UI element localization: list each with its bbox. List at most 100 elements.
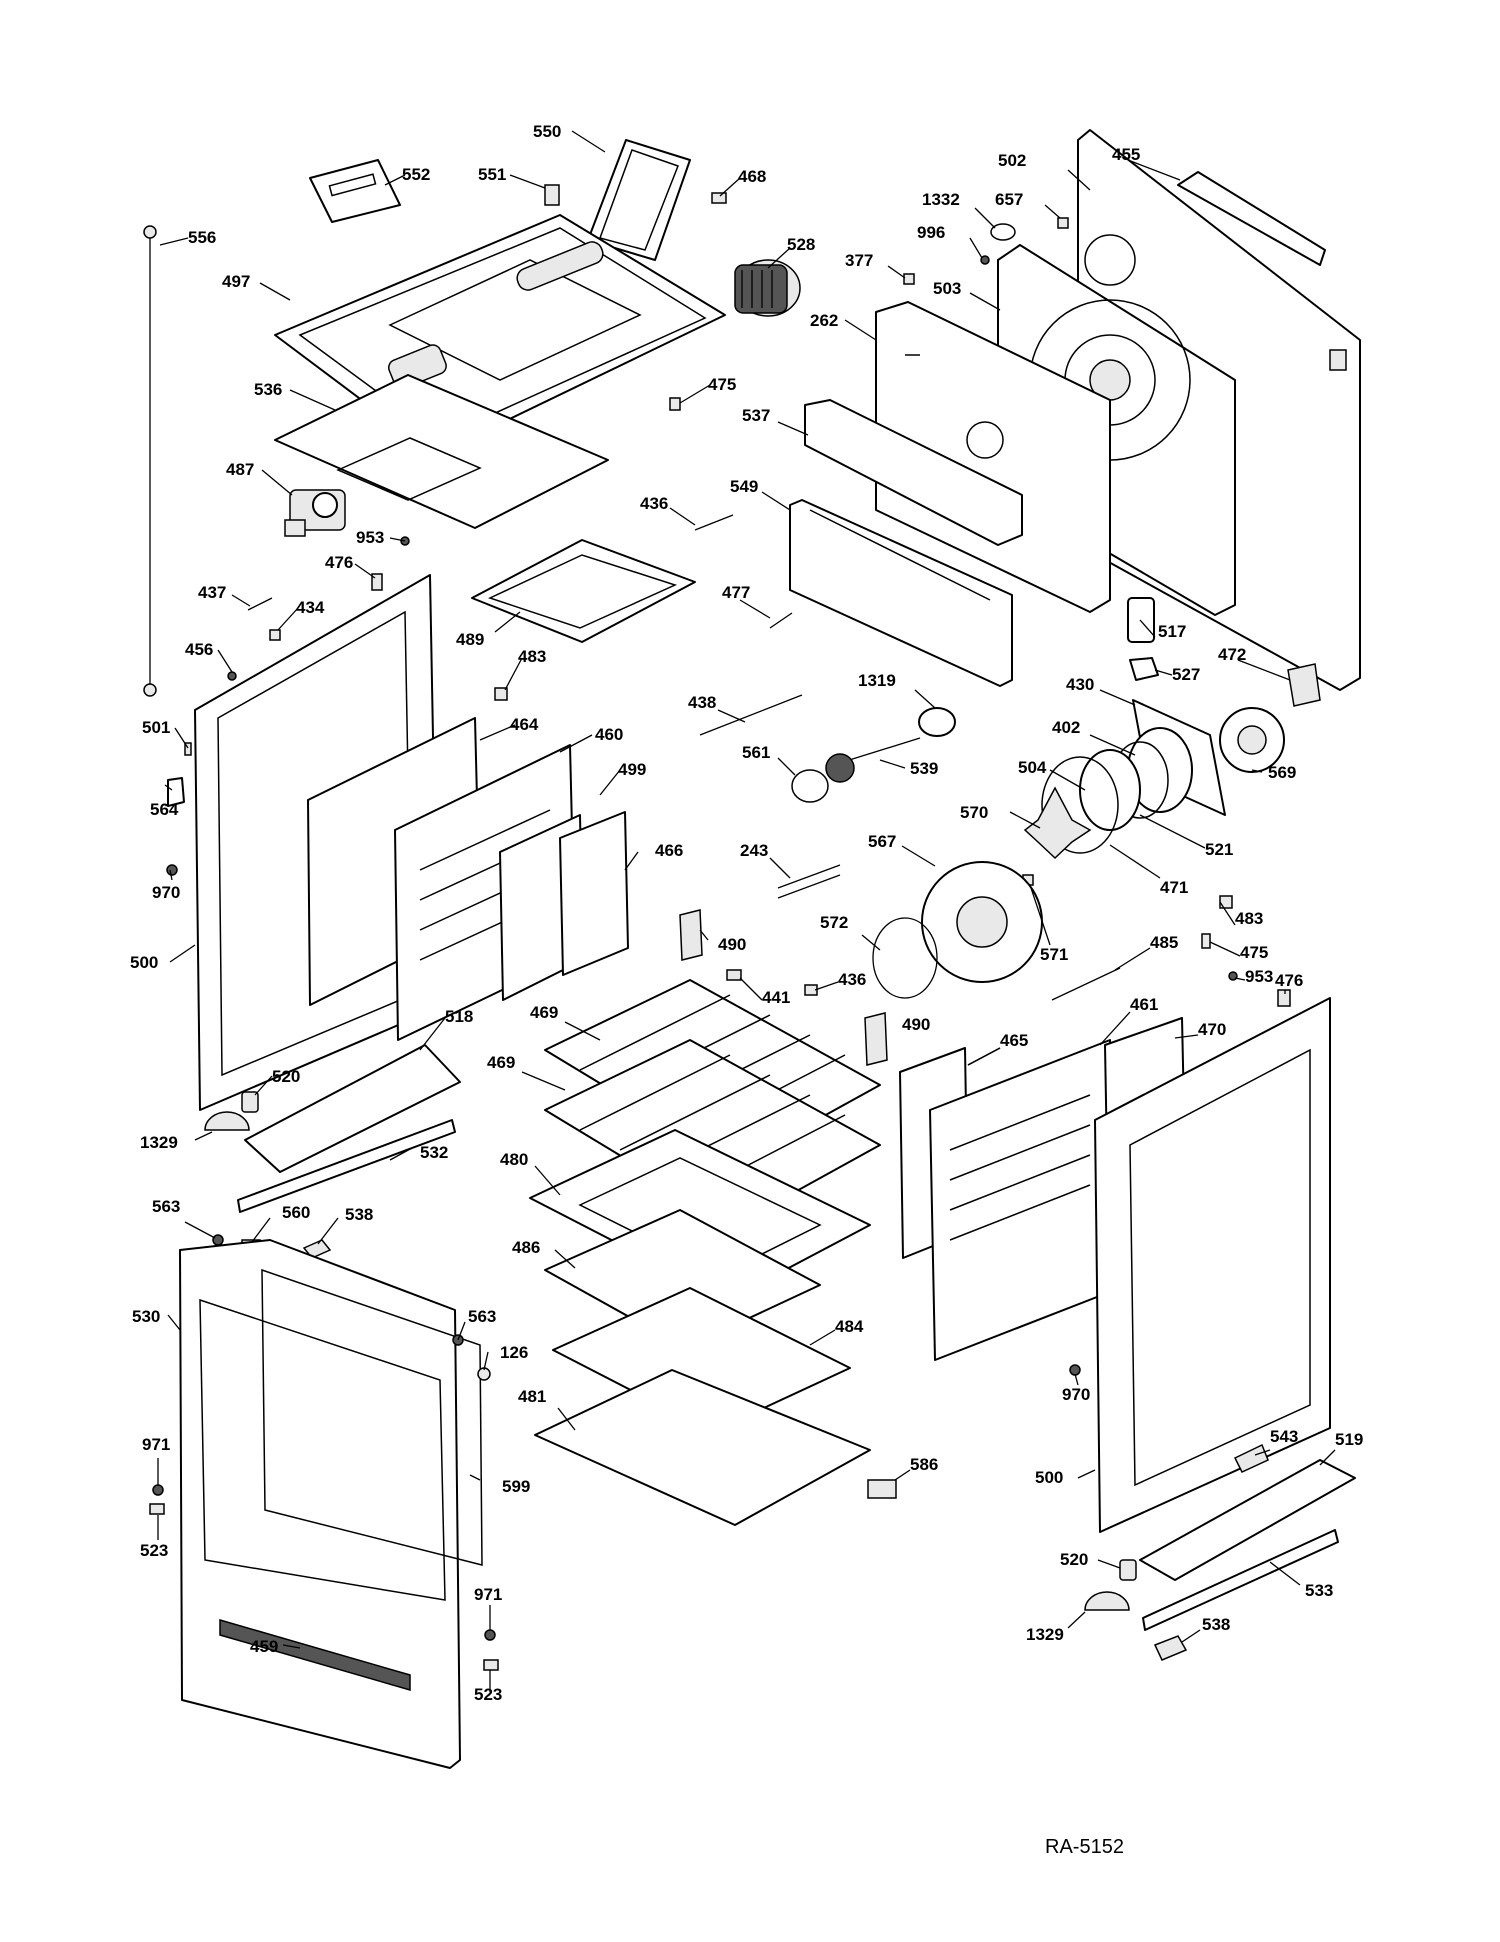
callout-126: 126	[500, 1343, 528, 1362]
callout-1329: 1329	[140, 1133, 178, 1152]
part-472-bracket	[1287, 663, 1321, 707]
callout-486: 486	[512, 1238, 540, 1257]
callout-476: 476	[325, 553, 353, 572]
part-971-screw-left	[152, 1484, 164, 1496]
callout-456: 456	[185, 640, 213, 659]
part-537-panel	[804, 399, 1023, 546]
part-561-gasket	[791, 769, 829, 803]
callout-563-right: 563	[468, 1307, 496, 1326]
callout-475-right: 475	[1240, 943, 1268, 962]
part-475-clip-right	[1201, 933, 1211, 949]
callout-430: 430	[1066, 675, 1094, 694]
part-438-sensor	[699, 694, 803, 736]
part-483-nut-right	[1219, 895, 1233, 909]
callout-518: 518	[445, 1007, 473, 1026]
callout-437: 437	[198, 583, 226, 602]
part-1329-hinge-left	[204, 1111, 250, 1131]
callout-528: 528	[787, 235, 815, 254]
callout-503: 503	[933, 279, 961, 298]
part-437-screw	[247, 597, 273, 611]
part-476-clip-right	[1277, 989, 1291, 1007]
callout-971-right: 971	[474, 1585, 502, 1604]
callout-970: 970	[152, 883, 180, 902]
callout-536: 536	[254, 380, 282, 399]
part-475-clip-top	[669, 397, 681, 411]
callout-538: 538	[345, 1205, 373, 1224]
part-523-foot-right	[483, 1659, 499, 1671]
callout-549: 549	[730, 477, 758, 496]
part-528-fan-motor	[734, 259, 801, 317]
part-552-vent-trim	[309, 159, 401, 223]
part-456-screw	[227, 671, 237, 681]
part-550-bracket	[587, 139, 691, 261]
callout-470: 470	[1198, 1020, 1226, 1039]
callout-523-right: 523	[474, 1685, 502, 1704]
callout-490-lower: 490	[902, 1015, 930, 1034]
callout-485: 485	[1150, 933, 1178, 952]
callout-517: 517	[1158, 622, 1186, 641]
part-489-burner-box	[471, 539, 696, 643]
callout-563: 563	[152, 1197, 180, 1216]
callout-538-right: 538	[1202, 1615, 1230, 1634]
part-434-clip	[269, 629, 281, 641]
callout-561: 561	[742, 743, 770, 762]
callout-436-lower: 436	[838, 970, 866, 989]
leader-lines	[157, 130, 1336, 1692]
part-970-screw-left	[166, 864, 178, 876]
part-657-clip	[1057, 217, 1069, 229]
part-466-side-panel	[559, 811, 629, 976]
callout-262: 262	[810, 311, 838, 330]
part-549-panel	[789, 499, 1013, 687]
callout-1319: 1319	[858, 671, 896, 690]
part-1319-ring	[918, 707, 956, 737]
callout-539: 539	[910, 759, 938, 778]
callout-502: 502	[998, 151, 1026, 170]
part-459-trim	[219, 1619, 411, 1691]
part-481-pan	[534, 1369, 871, 1526]
part-436-clip-lower	[804, 984, 818, 996]
callout-970-right: 970	[1062, 1385, 1090, 1404]
callout-469-upper: 469	[530, 1003, 558, 1022]
callout-552: 552	[402, 165, 430, 184]
part-477-wire	[769, 612, 793, 629]
part-536-insulation	[274, 374, 609, 529]
callout-571: 571	[1040, 945, 1068, 964]
callout-569: 569	[1268, 763, 1296, 782]
part-569-convection-motor	[1219, 707, 1285, 773]
part-970-screw-right	[1069, 1364, 1081, 1376]
callout-572: 572	[820, 913, 848, 932]
part-520-hinge-left	[241, 1091, 259, 1113]
part-539-probe	[825, 737, 921, 783]
part-483-nut-left	[494, 687, 508, 701]
part-455-bracket	[1177, 171, 1326, 266]
callout-523: 523	[140, 1541, 168, 1560]
callout-472: 472	[1218, 645, 1246, 664]
callout-551: 551	[478, 165, 506, 184]
part-586-switch	[867, 1479, 897, 1499]
callout-484: 484	[835, 1317, 864, 1336]
callout-953: 953	[356, 528, 384, 547]
callout-500-right: 500	[1035, 1468, 1063, 1487]
callout-490: 490	[718, 935, 746, 954]
part-500-right-side-panel	[1094, 997, 1331, 1533]
callout-483: 483	[518, 647, 546, 666]
part-436-sensor-upper	[694, 514, 734, 531]
callout-481: 481	[518, 1387, 546, 1406]
part-570-fan-blade	[1023, 786, 1092, 860]
drawing-reference: RA-5152	[1045, 1836, 1124, 1858]
callout-532: 532	[420, 1143, 448, 1162]
callout-501: 501	[142, 718, 170, 737]
part-532-rail	[237, 1119, 456, 1213]
part-441-clip	[726, 969, 742, 981]
callout-570: 570	[960, 803, 988, 822]
callout-586: 586	[910, 1455, 938, 1474]
part-533-rail	[1142, 1529, 1339, 1631]
callout-455: 455	[1112, 145, 1140, 164]
callout-459: 459	[250, 1637, 278, 1656]
callout-487: 487	[226, 460, 254, 479]
callout-438: 438	[688, 693, 716, 712]
callout-483-right: 483	[1235, 909, 1263, 928]
part-468-clip	[711, 192, 727, 204]
callout-497: 497	[222, 272, 250, 291]
callout-504: 504	[1018, 758, 1047, 777]
